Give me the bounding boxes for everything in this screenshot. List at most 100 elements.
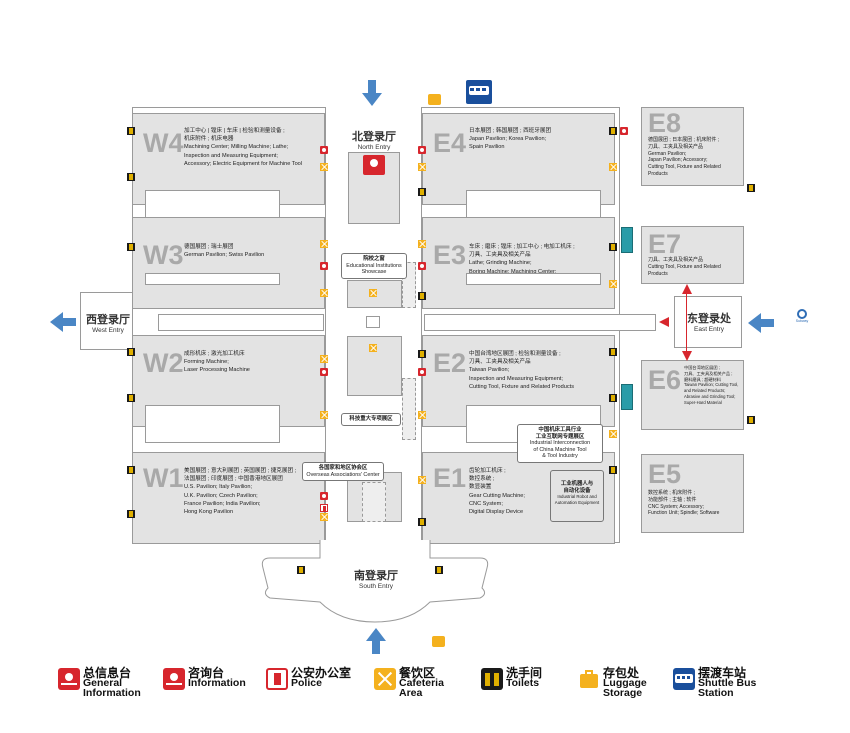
east-corridor <box>424 314 656 331</box>
west-entry-arrow <box>50 312 76 332</box>
red-arrow-south <box>682 351 692 361</box>
legend-information-cn: 咨询台 <box>188 666 225 680</box>
east-entry-label: 东登录处 East Entry <box>676 313 742 333</box>
shuttle-bus-icon <box>673 668 695 690</box>
hall-e4[interactable]: E4 日本展团 ; 韩国展团 ; 西班牙展团 Japan Pavilion; K… <box>422 113 615 205</box>
hall-e3[interactable]: E3 车床 ; 磨床 ; 镗床 ; 加工中心 ; 电加工机床 ; 刀具、工夹具及… <box>422 217 615 309</box>
edu-showcase-cn: 院校之窗 <box>363 256 385 262</box>
information-icon <box>418 146 426 154</box>
cafeteria-icon <box>609 430 617 438</box>
hall-w1[interactable]: W1 美国展团 ; 意大利展团 ; 英国展团 ; 捷克展团 ; 法国展团 ; 印… <box>132 452 325 544</box>
information-icon <box>320 146 328 154</box>
legend-general-information-cn: 总信息台 <box>83 666 132 680</box>
hall-code-e1: E1 <box>433 463 467 493</box>
legend-luggage-en: Luggage Storage <box>603 677 647 699</box>
cafeteria-icon <box>418 476 426 484</box>
hall-code-w3: W3 <box>143 240 184 270</box>
west-entry-en: West Entry <box>92 326 124 334</box>
info-icon <box>370 159 378 167</box>
toilet-icon <box>747 416 755 424</box>
toilet-icon <box>609 466 617 474</box>
luggage-icon <box>578 668 600 690</box>
police-icon <box>266 668 288 690</box>
legend-shuttle-bus: 摆渡车站 Shuttle Bus Station <box>673 667 757 699</box>
shuttle-stop-e6 <box>621 384 633 410</box>
cafeteria-icon <box>418 411 426 419</box>
toilet-icon <box>609 348 617 356</box>
hall-code-e3: E3 <box>433 240 467 270</box>
legend-cafeteria-cn: 餐饮区 <box>399 666 436 680</box>
legend-luggage-cn: 存包处 <box>603 666 640 680</box>
overseas-center-callout: 各国家和地区协会区 Overseas Associations' Center <box>302 462 384 482</box>
hall-desc-w4: 加工中心 | 镗床 | 车床 | 检验和测量设备 ; 机床附件 ; 机床电器 M… <box>184 128 303 167</box>
hall-gap-w2-w1 <box>145 405 280 443</box>
toilet-icon <box>127 394 135 402</box>
hall-desc-e2: 中国台湾地区展团 ; 检验和测量设备 ; 刀具、工夹具及相关产品 Taiwan … <box>469 351 574 390</box>
legend-general-information: 总信息台 General Information <box>58 666 141 698</box>
shuttle-bus-icon <box>466 80 492 104</box>
toilet-icon <box>609 394 617 402</box>
toilet-icon <box>418 188 426 196</box>
hall-code-e2: E2 <box>433 348 467 378</box>
west-corridor <box>158 314 324 331</box>
hall-desc-e5: 数控系统 ; 机床附件 ; 功能部件 ; 主轴 ; 软件 CNC System;… <box>648 490 720 517</box>
robot-automation-area: 工业机器人与 自动化设备 Industrial Robot and Automa… <box>550 470 604 522</box>
cafeteria-icon <box>320 163 328 171</box>
cafeteria-icon <box>320 513 328 521</box>
hall-desc-e8: 德国展团 ; 日本展团 ; 机床附件 ; 刀具、工夹具及相关产品 German … <box>648 137 721 177</box>
hall-gap-e3-e2 <box>466 273 601 285</box>
information-icon <box>320 368 328 376</box>
overseas-center-en: Overseas Associations' Center <box>306 471 380 478</box>
legend-police-en: Police <box>291 677 322 689</box>
toilet-icon <box>418 292 426 300</box>
luggage-icon <box>428 94 441 105</box>
information-icon <box>163 668 185 690</box>
general-information-icon <box>58 668 80 690</box>
red-link-line <box>686 292 687 354</box>
legend-information-en: Information <box>188 677 246 689</box>
red-arrow-north <box>682 284 692 294</box>
legend-cafeteria-en: Cafeteria Area <box>399 677 444 699</box>
subway-label: Subway <box>795 319 809 323</box>
legend-police-cn: 公安办公室 <box>291 666 352 680</box>
hall-e8[interactable]: E8 德国展团 ; 日本展团 ; 机床附件 ; 刀具、工夹具及相关产品 Germ… <box>641 107 744 186</box>
hall-e5[interactable]: E5 数控系统 ; 机床附件 ; 功能部件 ; 主轴 ; 软件 CNC Syst… <box>641 454 744 533</box>
hall-desc-e6: 中国台湾地区展团 ; 刀具、工夹具及相关产品 ; 磨料磨具 ; 超硬材料 Tai… <box>684 365 739 405</box>
hall-code-e7: E7 <box>648 229 682 259</box>
toilet-icon <box>127 243 135 251</box>
toilet-icon <box>127 510 135 518</box>
robot-automation-en: Industrial Robot and Automation Equipmen… <box>554 494 600 505</box>
toilet-icon <box>747 184 755 192</box>
general-information-desk[interactable] <box>363 155 385 175</box>
east-entry-en: East Entry <box>694 325 724 333</box>
south-entry-label: 南登录厅 South Entry <box>338 570 414 590</box>
cafeteria-icon <box>418 240 426 248</box>
south-entry-hall[interactable] <box>260 540 490 630</box>
hall-e7[interactable]: E7 刀具、工夹具及相关产品 Cutting Tool, Fixture and… <box>641 226 744 284</box>
hall-code-e8: E8 <box>648 108 682 138</box>
hall-desc-w2: 成形机床 ; 激光加工机床 Forming Machine; Laser Pro… <box>184 351 250 374</box>
toilet-icon <box>609 127 617 135</box>
information-icon <box>320 262 328 270</box>
information-icon <box>418 262 426 270</box>
hall-desc-w1: 美国展团 ; 意大利展团 ; 英国展团 ; 捷克展团 ; 法国展团 ; 印度展团… <box>184 468 297 516</box>
east-entry-arrow <box>748 313 774 333</box>
industrial-interconnection-callout: 中国机床工具行业 工业互联网专题展区 Industrial Interconne… <box>517 424 603 463</box>
east-entry-cn: 东登录处 <box>687 313 731 325</box>
robot-automation-cn: 工业机器人与 自动化设备 <box>560 481 594 494</box>
legend-toilets-cn: 洗手间 <box>506 666 543 680</box>
hall-e6[interactable]: E6 中国台湾地区展团 ; 刀具、工夹具及相关产品 ; 磨料磨具 ; 超硬材料 … <box>641 360 744 430</box>
legend-shuttle-bus-en: Shuttle Bus Station <box>698 677 757 699</box>
west-entry-hall[interactable] <box>80 292 133 350</box>
tech-project-cn: 科技重大专项展区 <box>349 416 393 422</box>
hall-w4[interactable]: W4 加工中心 | 镗床 | 车床 | 检验和测量设备 ; 机床附件 ; 机床电… <box>132 113 325 205</box>
legend-police: 公安办公室 Police <box>266 666 352 690</box>
east-entry-hall[interactable] <box>674 296 742 348</box>
industrial-interconnection-cn: 中国机床工具行业 工业互联网专题展区 <box>535 427 585 440</box>
north-entry-label: 北登录厅 North Entry <box>338 131 410 151</box>
hall-code-w2: W2 <box>143 348 184 378</box>
hall-w3[interactable]: W3 德国展团 ; 瑞士展团 German Pavilion; Swiss Pa… <box>132 217 325 309</box>
hall-desc-e4: 日本展团 ; 韩国展团 ; 西班牙展团 Japan Pavilion; Kore… <box>469 128 552 151</box>
cafeteria-icon <box>320 411 328 419</box>
west-entry-cn: 西登录厅 <box>86 314 130 326</box>
